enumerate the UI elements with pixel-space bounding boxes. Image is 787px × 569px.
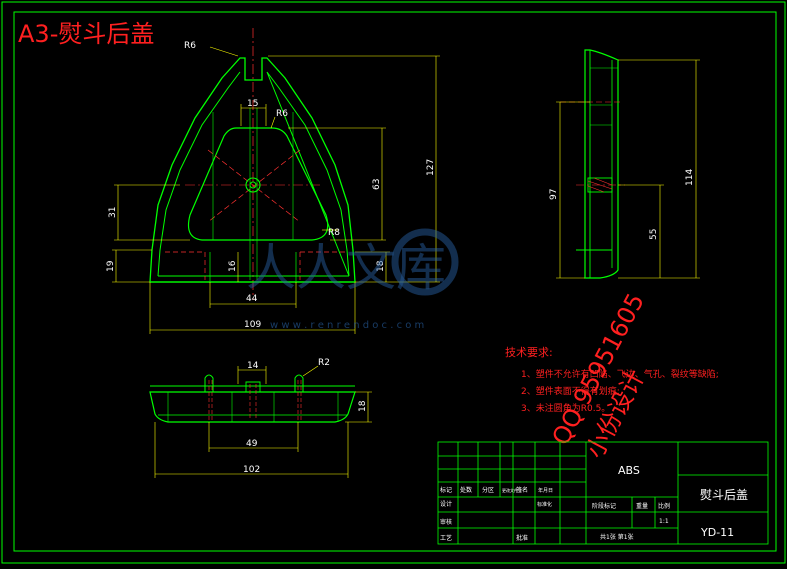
pin-right [294,374,304,392]
row-label-zone: 分区 [482,486,494,494]
dim19-label: 19 [106,260,116,272]
bottom-outline [149,391,356,423]
tech-req-item-1: 1、塑件不允许有凹陷、飞边、气孔、裂纹等缺陷; [521,368,719,380]
dim55-label: 55 [649,229,659,240]
dim15-label: 15 [247,99,258,109]
watermark: 人人文库 w w w . r e n r e n d o c . c o m [246,228,459,331]
tech-req-item-2: 2、塑件表面不得有划痕; [521,385,620,397]
row-label-standard: 标准化 [537,501,552,508]
dim16-label: 16 [228,260,238,272]
watermark-site-cn: 人人文库 [246,239,446,297]
weight-label: 重量 [636,502,648,510]
row-label-date: 年月日 [538,487,553,494]
title-block [437,441,769,545]
dim49-label: 49 [246,439,258,449]
r8-label: R8 [328,228,340,238]
dim109-label: 109 [244,320,261,330]
row-label-doc-no: 更改文件号 [502,487,522,493]
scale-value: 1:1 [659,518,669,525]
tech-req-item-3: 3、未注圆角为R0.5。 [521,402,610,414]
row-label-design: 设计 [440,500,452,508]
r6-top-leader [209,46,239,57]
row-label-approve: 批准 [516,534,528,542]
front-outer-outline [149,57,356,283]
center-boss [245,381,261,392]
bottom-dimensions [154,365,372,478]
dim44-label: 44 [246,294,258,304]
row-label-review: 审核 [440,518,452,526]
title-block-frame [437,441,769,545]
dim97-label: 97 [549,189,559,200]
r6-inner-leader [270,116,276,129]
dim114-label: 114 [685,169,695,186]
pin-left [204,374,214,392]
side-outline [584,49,619,279]
hatch-3 [587,185,605,193]
dim18-label: 18 [376,260,386,272]
dim63-label: 63 [372,179,382,190]
bottom-dim-text: 14 R2 18 49 102 [243,358,368,475]
tech-requirements: 技术要求: 1、塑件不允许有凹陷、飞边、气孔、裂纹等缺陷; 2、塑件表面不得有划… [505,346,719,414]
front-dimensions [112,46,440,334]
drawing-no-text: YD-11 [700,526,734,539]
bottom-view [149,374,356,423]
front-view [149,28,356,300]
material-text: ABS [618,464,640,477]
sheet-count-text: 共1张 第1张 [600,533,634,541]
stage-label: 阶段标记 [592,502,616,510]
title-block-text: ABS 熨斗后盖 YD-11 阶段标记 重量 比例 1:1 共1张 第1张 标记… [440,464,748,542]
r2-label: R2 [318,358,330,368]
side-view [560,49,625,279]
r6-top-label: R6 [184,41,196,51]
dim102-label: 102 [243,465,260,475]
feet-hidden [165,251,345,280]
side-dimensions [556,59,700,279]
front-inner-window [187,127,329,241]
front-dim-text: R6 15 R6 127 63 31 R8 19 16 18 44 109 [106,41,436,330]
side-dim-text: 97 114 55 [549,169,695,240]
inner-border [13,11,777,552]
part-name-text: 熨斗后盖 [700,488,748,502]
r6-inner-label: R6 [276,109,288,119]
front-boss-inner [249,181,257,189]
row-label-count: 处数 [460,486,472,494]
scale-label: 比例 [658,502,670,510]
tech-req-heading: 技术要求: [505,346,553,359]
dim31-label: 31 [108,207,118,218]
row-label-mark: 标记 [440,486,452,494]
sheet-title: A3-熨斗后盖 [18,20,155,48]
dim127-label: 127 [426,159,436,176]
hatch-2 [593,177,613,186]
row-label-sign: 签名 [516,486,528,494]
dim14-label: 14 [247,361,259,371]
front-wall-inner [157,71,350,277]
row-label-process: 工艺 [440,534,452,542]
r2-leader [302,365,319,377]
rib-hidden-2 [207,149,301,223]
front-boss-outer [245,177,261,193]
watermark-url: w w w . r e n r e n d o c . c o m [270,320,424,331]
dim18b-label: 18 [358,400,368,412]
watermark-ring [391,228,459,296]
